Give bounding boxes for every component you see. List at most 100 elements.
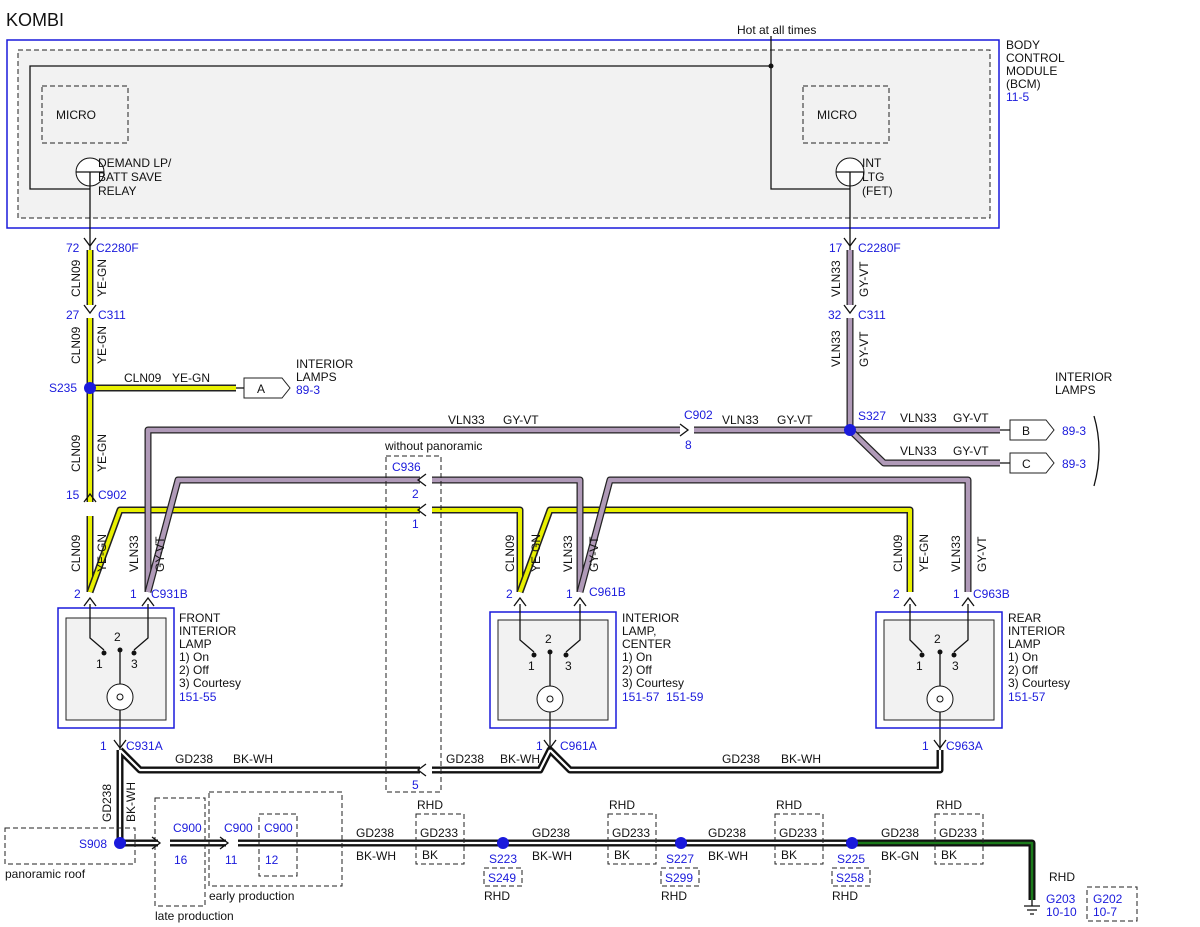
demand-lp-line1: DEMAND LP/	[98, 156, 172, 170]
vln33-wires	[144, 250, 1000, 593]
lbl-gyvt-2: GY-VT	[857, 261, 871, 297]
c936-pin5: 5	[412, 778, 419, 792]
lbl-gyvt-1: GY-VT	[153, 536, 167, 572]
lbl-cln09-4: CLN09	[69, 534, 83, 572]
front-pos1: 1	[96, 657, 103, 671]
without-panoramic-label: without panoramic	[384, 439, 482, 453]
lbl-gd238-b4: GD238	[881, 826, 919, 840]
s225-label: S225	[837, 852, 865, 866]
c961a-label: C961A	[560, 739, 597, 753]
lbl-cln09-6: CLN09	[891, 534, 905, 572]
c900-early-a: C900	[224, 821, 253, 835]
connector-arrows	[83, 237, 975, 850]
rear-ref: 151-57	[1008, 690, 1046, 704]
tag-a-label: A	[257, 382, 265, 396]
rhd-ground: RHD	[1049, 870, 1075, 884]
pin-16: 16	[174, 853, 188, 867]
lbl-bkwh-b1: BK-WH	[356, 849, 396, 863]
cln09-wires	[86, 250, 914, 594]
center-mode-1: 1) On	[622, 650, 652, 664]
center-pos1: 1	[528, 659, 535, 673]
s223-label: S223	[489, 852, 517, 866]
lbl-bkwh-h2: BK-WH	[500, 752, 540, 766]
lbl-gyvt-4: GY-VT	[587, 536, 601, 572]
lbl-vln33-3: VLN33	[829, 330, 843, 367]
lbl-gd238-h3: GD238	[722, 752, 760, 766]
center-ref-1: 151-57	[622, 690, 660, 704]
center-mode-3: 3) Courtesy	[622, 676, 684, 690]
lbl-yegn-6: YE-GN	[917, 534, 931, 572]
front-mode-3: 3) Courtesy	[179, 676, 241, 690]
lbl-bkwh-h1: BK-WH	[233, 752, 273, 766]
rhd-s299: RHD	[661, 889, 687, 903]
pin-12: 12	[265, 853, 279, 867]
int-ltg-line1: INT	[862, 156, 882, 170]
lamp-ground-stubs	[119, 722, 941, 750]
c2280f-right: C2280F	[858, 241, 901, 255]
demand-lp-line3: RELAY	[98, 184, 136, 198]
gd233-1: GD233	[420, 826, 458, 840]
rear-pin1: 1	[953, 587, 960, 601]
g202-label: G202	[1093, 892, 1123, 906]
front-mode-2: 2) Off	[179, 663, 209, 677]
lbl-cln09-1: CLN09	[69, 259, 83, 297]
center-pin1-bottom: 1	[536, 739, 543, 753]
rhd-2: RHD	[609, 798, 635, 812]
lbl-gyvt-h3: GY-VT	[953, 411, 989, 425]
rear-pin1-bottom: 1	[922, 739, 929, 753]
bcm-name-2: CONTROL	[1006, 51, 1065, 65]
rear-pin2: 2	[893, 587, 900, 601]
tag-c	[1009, 452, 1055, 474]
interior-lamps-a-ref: 89-3	[296, 383, 320, 397]
interior-lamps-a-1: INTERIOR	[296, 357, 354, 371]
lbl-cln09-5: CLN09	[503, 534, 517, 572]
interior-lamps-a-2: LAMPS	[296, 370, 337, 384]
rhd-3: RHD	[776, 798, 802, 812]
rhd-s249: RHD	[484, 889, 510, 903]
page-title: KOMBI	[6, 10, 64, 30]
c936-connector: without panoramic C936 2 1 5	[384, 439, 482, 793]
c902-left: C902	[98, 488, 127, 502]
lbl-yegn-1: YE-GN	[95, 259, 109, 297]
front-mode-1: 1) On	[179, 650, 209, 664]
pin-11: 11	[225, 853, 238, 867]
rear-mode-1: 1) On	[1008, 650, 1038, 664]
bcm-name-4: (BCM)	[1006, 77, 1041, 91]
lbl-yegn-4: YE-GN	[95, 534, 109, 572]
center-name-3: CENTER	[622, 637, 672, 651]
center-name-1: INTERIOR	[622, 611, 680, 625]
micro-right-box	[802, 85, 890, 144]
lbl-gyvt-3: GY-VT	[857, 331, 871, 367]
center-lamp-bulb-icon	[536, 685, 564, 713]
gd233-4: GD233	[939, 826, 977, 840]
splice-s327	[844, 424, 856, 436]
late-production-label: late production	[155, 909, 234, 923]
c311-right: C311	[858, 308, 886, 322]
front-pin2: 2	[74, 587, 81, 601]
panoramic-roof-box	[4, 827, 136, 865]
late-production-box	[154, 797, 206, 907]
bk-1: BK	[422, 848, 438, 862]
lbl-vln33-h4: VLN33	[900, 444, 937, 458]
front-pin1-bottom: 1	[100, 739, 107, 753]
rear-name-3: LAMP	[1008, 637, 1041, 651]
rhd-gd233-alternates: RHD GD233 BK RHD GD233 BK RHD GD233 BK R…	[415, 798, 984, 865]
rear-pos2: 2	[934, 632, 941, 646]
g202-ref: 10-7	[1093, 905, 1117, 919]
fet-right-symbol	[836, 171, 864, 186]
c936-pin1: 1	[412, 517, 419, 531]
front-name-1: FRONT	[179, 611, 221, 625]
lbl-gd238-b1: GD238	[356, 826, 394, 840]
ground-icon	[1024, 900, 1040, 915]
early-production-box	[208, 791, 343, 887]
pin-8: 8	[685, 438, 692, 452]
hot-at-all-times: Hot at all times	[737, 23, 816, 37]
c961b-label: C961B	[589, 585, 626, 599]
front-pin1: 1	[130, 587, 137, 601]
gd233-2: GD233	[612, 826, 650, 840]
pin-32: 32	[828, 308, 842, 322]
pin-15: 15	[66, 488, 80, 502]
interior-lamps-tags: A INTERIOR LAMPS 89-3 INTERIOR LAMPS B C…	[236, 357, 1113, 487]
tag-c-label: C	[1022, 457, 1031, 471]
